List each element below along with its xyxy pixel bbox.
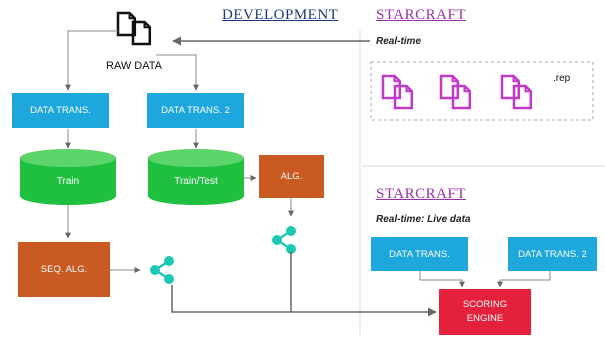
development-heading: DEVELOPMENT [222,7,339,23]
arrow-live-trans2-to-scoring [497,271,551,288]
arrow-raw-to-trans1 [65,30,118,91]
starcraft-bottom-subtitle: Real-time: Live data [376,214,471,225]
live-data-trans-1-box: DATA TRANS. [371,237,468,271]
rep-file-extension: .rep [553,73,571,84]
replay-file-icon [381,74,414,110]
live-data-trans-2-box: DATA TRANS. 2 [508,237,597,271]
replay-file-icon [439,74,472,110]
starcraft-bottom-heading: STARCRAFT [376,186,466,202]
data-trans-2-box: DATA TRANS. 2 [147,93,244,128]
seq-alg-box: SEQ. ALG. [18,242,110,297]
arrow-raw-to-trans2 [156,54,199,91]
alg-box: ALG. [259,155,324,198]
arrow-seq-model-to-scoring [171,285,437,317]
raw-data-label: RAW DATA [106,60,163,72]
share-network-icon [149,255,175,285]
replay-files-container [370,61,594,121]
train-test-label: Train/Test [174,175,218,187]
scoring-engine-box: SCORING ENGINE [439,289,531,335]
starcraft-top-heading: STARCRAFT [376,7,466,23]
starcraft-top-subtitle: Real-time [376,36,422,47]
replay-file-icon [500,74,533,110]
data-trans-1-box: DATA TRANS. [12,93,109,128]
arrow-live-trans1-to-scoring [419,271,465,288]
raw-data-documents-icon [116,11,152,46]
train-database [20,149,116,205]
train-label: Train [56,175,80,187]
share-network-icon [271,225,297,255]
train-test-database [148,149,244,205]
